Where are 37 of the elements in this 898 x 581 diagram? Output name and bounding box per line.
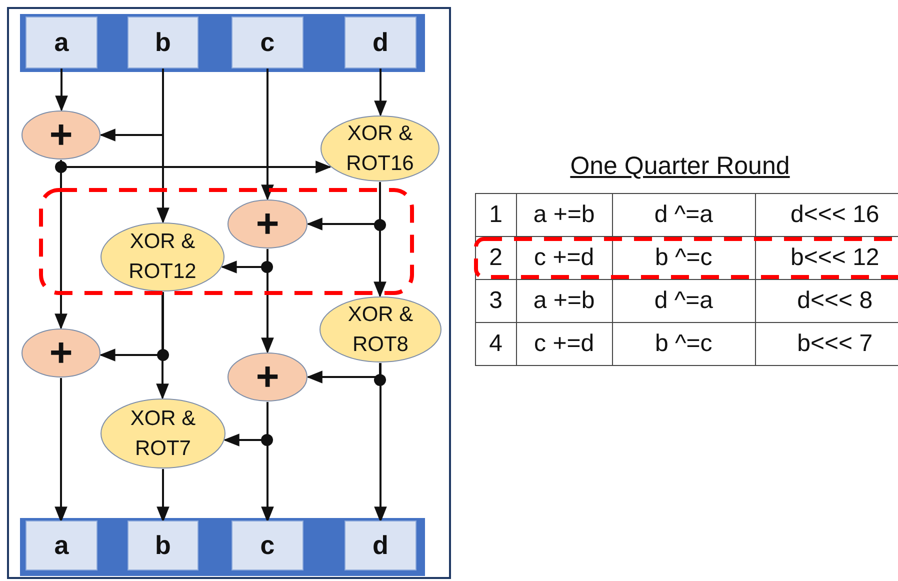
- arrow: [374, 68, 387, 117]
- arrow: [261, 68, 274, 201]
- register-box: d: [345, 17, 416, 68]
- arrow: [306, 363, 381, 384]
- register-box: d: [345, 521, 416, 570]
- arrow: [55, 68, 68, 112]
- table-cell: 4: [476, 322, 516, 366]
- arrow: [99, 292, 164, 362]
- add-ellipse: +: [227, 199, 308, 249]
- table-cell: d<<< 16: [755, 194, 898, 236]
- table-cell: b ^=c: [612, 322, 756, 366]
- register-box: a: [26, 521, 97, 570]
- register-box: b: [128, 17, 198, 68]
- table-cell: 1: [476, 194, 516, 236]
- arrow: [156, 469, 170, 523]
- table-cell: d ^=a: [612, 280, 756, 322]
- register-box: b: [128, 521, 198, 570]
- arrow: [374, 363, 387, 523]
- add-ellipse: +: [21, 110, 101, 160]
- register-box: c: [232, 17, 303, 68]
- table-cell: a +=b: [516, 280, 612, 322]
- table-cell: 3: [476, 280, 516, 322]
- xor-rotate-ellipse: XOR & ROT12: [100, 222, 225, 292]
- xor-rotate-ellipse: XOR & ROT16: [320, 115, 440, 182]
- xor-rotate-ellipse: XOR & ROT8: [319, 296, 442, 363]
- arrow: [54, 378, 68, 523]
- register-box: a: [26, 17, 97, 68]
- add-ellipse: +: [227, 352, 308, 402]
- table-cell: c +=d: [516, 322, 612, 366]
- table-cell: d ^=a: [612, 194, 756, 236]
- table-cell: 2: [476, 236, 516, 280]
- table-cell: a +=b: [516, 194, 612, 236]
- add-ellipse: +: [21, 328, 101, 378]
- register-box: c: [232, 521, 303, 570]
- table-heading: One Quarter Round: [569, 152, 791, 181]
- xor-rotate-ellipse: XOR & ROT7: [100, 398, 226, 469]
- arrow: [156, 292, 169, 400]
